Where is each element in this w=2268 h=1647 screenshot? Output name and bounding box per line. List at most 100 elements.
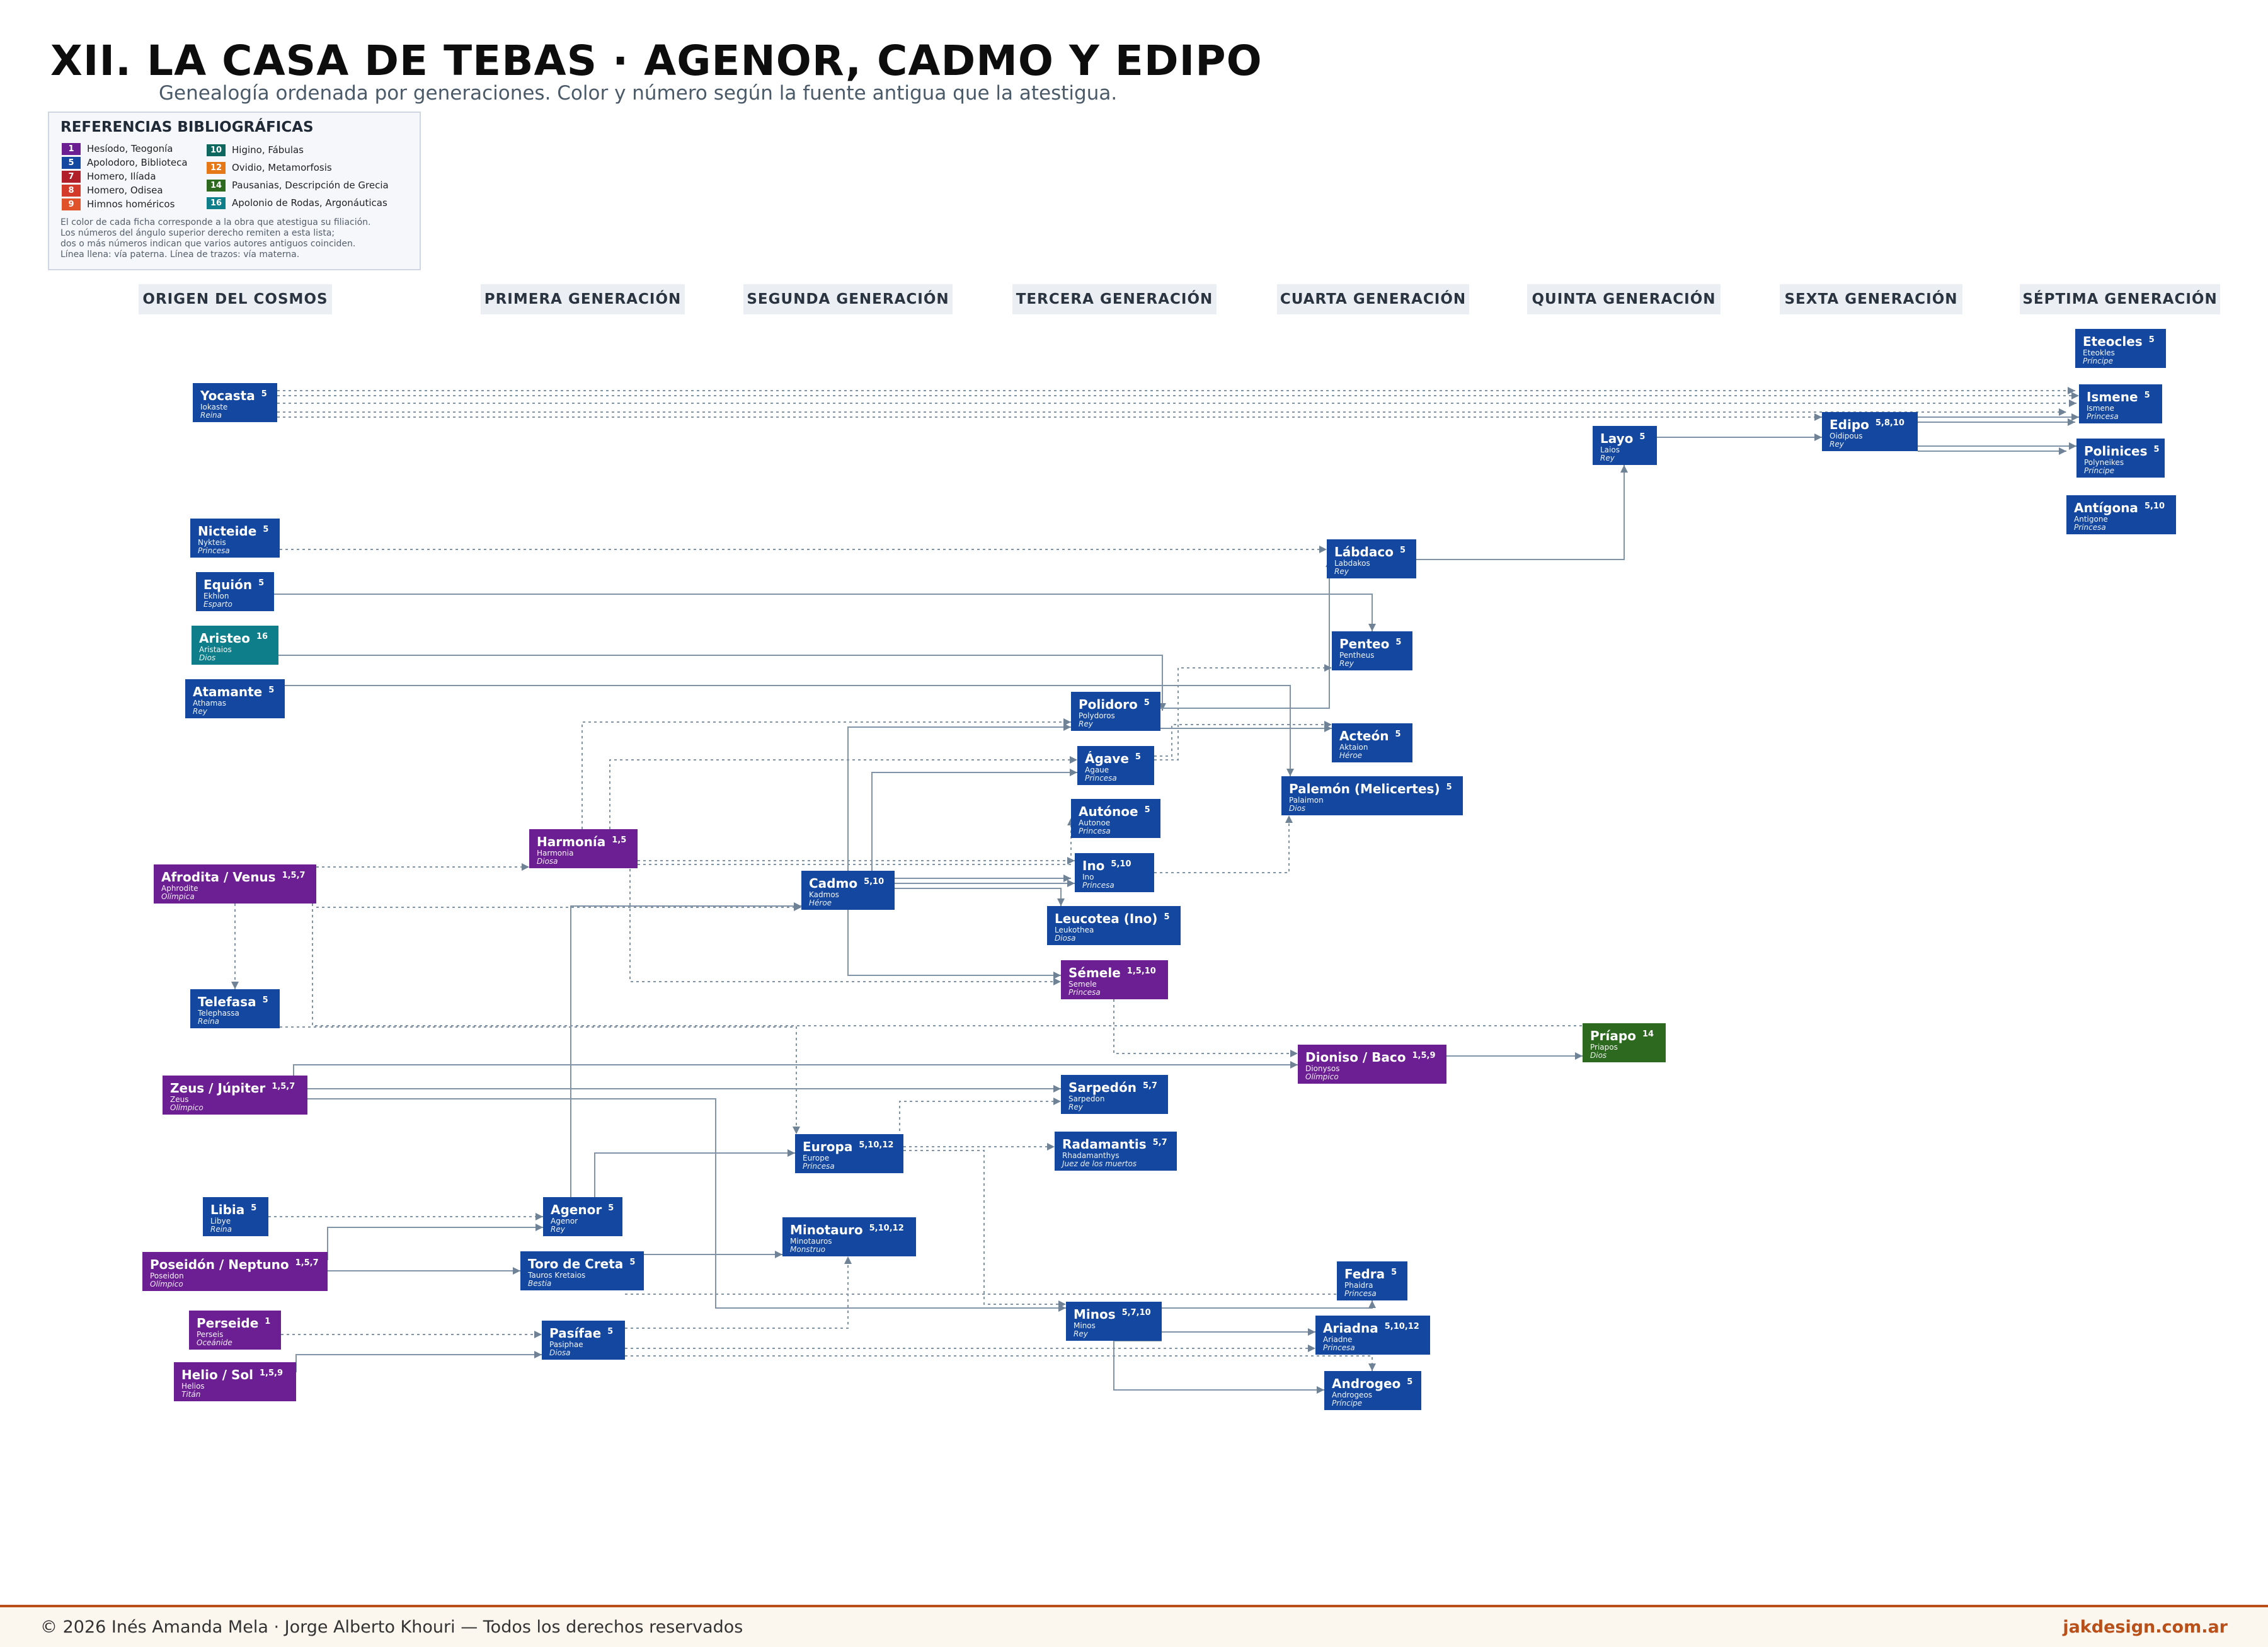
node-original-name: Ino	[1082, 873, 1094, 881]
legend-label: Apolonio de Rodas, Argonáuticas	[232, 197, 387, 209]
node-original-name: Dionysos	[1305, 1064, 1340, 1073]
node-role: Princesa	[198, 546, 230, 555]
legend-badge: 14	[207, 180, 226, 192]
node-original-name: Telephassa	[198, 1009, 239, 1018]
node-name: Androgeo	[1332, 1376, 1401, 1391]
copyright-notice: © 2026 Inés Amanda Mela · Jorge Alberto …	[40, 1617, 743, 1637]
legend-note: Los números del ángulo superior derecho …	[60, 228, 335, 238]
node-source-refs: 5,10	[1111, 859, 1131, 869]
node-role: Héroe	[809, 898, 832, 907]
paternal-link	[295, 1351, 542, 1372]
generation-header-2: SEGUNDA GENERACIÓN	[743, 284, 953, 314]
legend-badge: 8	[62, 185, 81, 197]
maternal-link	[638, 818, 1075, 865]
node-source-refs: 5,7,10	[1121, 1308, 1151, 1317]
node-role: Rey	[1830, 440, 1844, 449]
generation-header-6: SEXTA GENERACIÓN	[1780, 284, 1962, 314]
node-name: Autónoe	[1079, 804, 1138, 819]
node-role: Diosa	[537, 857, 558, 866]
node-name: Zeus / Júpiter	[170, 1081, 266, 1096]
node-source-refs: 1,5,7	[295, 1258, 319, 1268]
node-original-name: Semele	[1068, 980, 1097, 989]
paternal-link	[1113, 1340, 1324, 1394]
node-name: Ino	[1082, 858, 1105, 873]
node-original-name: Sarpedon	[1068, 1094, 1105, 1103]
maternal-link	[609, 756, 1077, 829]
paternal-link	[1162, 1300, 1376, 1309]
node-original-name: Polydoros	[1079, 711, 1115, 720]
node-name: Perseide	[197, 1316, 259, 1331]
node-role: Monstruo	[790, 1245, 826, 1254]
node-name: Aristeo	[199, 631, 250, 646]
node-role: Rey	[1334, 567, 1349, 576]
node-name: Pasífae	[549, 1326, 602, 1341]
node-name: Lábdaco	[1334, 544, 1394, 560]
node-source-refs: 5	[262, 996, 268, 1005]
node-source-refs: 5,7	[1152, 1138, 1167, 1147]
paternal-link	[1160, 560, 1333, 709]
node-original-name: Minotauros	[790, 1237, 832, 1246]
node-name: Príapo	[1590, 1028, 1636, 1043]
node-source-refs: 5	[261, 389, 267, 399]
generation-header-origin: ORIGEN DEL COSMOS	[139, 284, 332, 314]
node-name: Dioniso / Baco	[1305, 1050, 1406, 1065]
legend-label: Hesíodo, Teogonía	[87, 143, 173, 154]
node-source-refs: 1,5	[612, 835, 627, 845]
node-source-refs: 5,10,12	[859, 1140, 894, 1150]
node-original-name: Europe	[803, 1154, 830, 1162]
node-original-name: Poseidon	[150, 1271, 184, 1280]
node-source-refs: 5	[1391, 1268, 1397, 1277]
website-link[interactable]: jakdesign.com.ar	[2063, 1617, 2228, 1637]
paternal-link	[871, 769, 1077, 871]
node-source-refs: 1,5,7	[272, 1082, 295, 1091]
node-role: Reina	[198, 1017, 220, 1026]
node-role: Dios	[1590, 1051, 1607, 1060]
maternal-link	[1154, 721, 1332, 757]
node-source-refs: 1,5,7	[282, 871, 306, 880]
legend-badge: 7	[62, 171, 81, 183]
